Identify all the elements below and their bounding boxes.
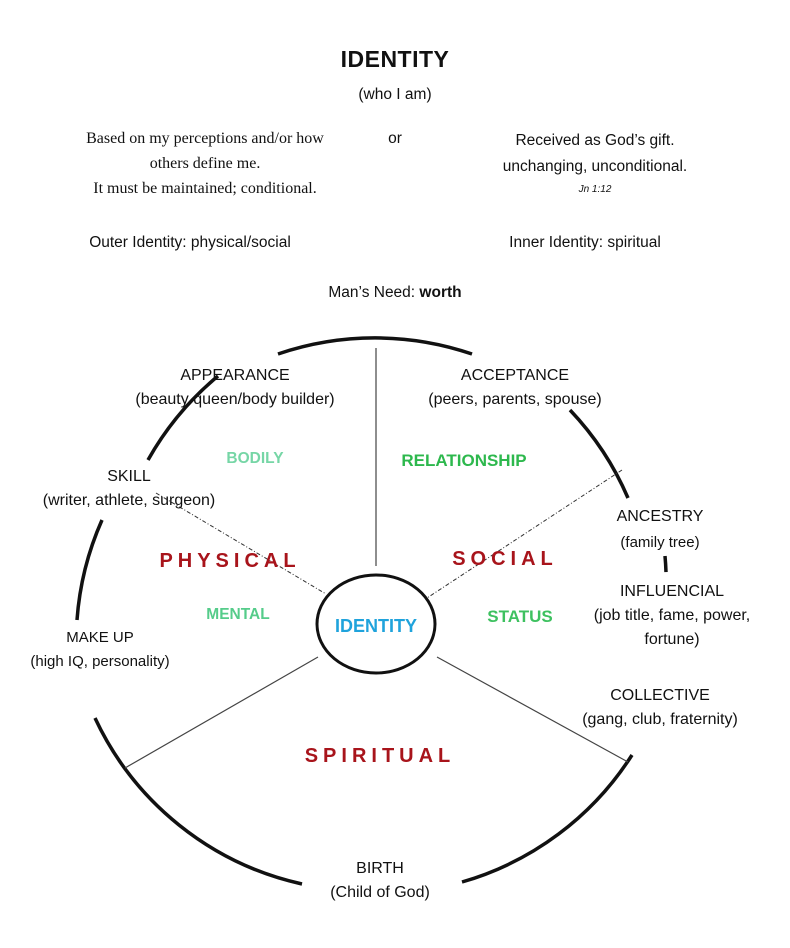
category-social: SOCIAL	[452, 548, 558, 570]
label-ancestry-detail: (family tree)	[620, 534, 700, 551]
label-ancestry-title: ANCESTRY	[616, 508, 704, 525]
center-circle	[315, 573, 437, 675]
or-separator: or	[388, 130, 402, 147]
center-identity-label: IDENTITY	[334, 616, 417, 636]
label-influencial-title: INFLUENCIAL	[619, 583, 725, 600]
label-birth-title: BIRTH	[356, 860, 404, 877]
label-acceptance-detail: (peers, parents, spouse)	[428, 391, 602, 408]
page-title: IDENTITY	[340, 46, 450, 72]
subcategory-mental: MENTAL	[206, 606, 270, 623]
label-makeup: MAKE UP (high IQ, personality)	[10, 626, 190, 674]
category-spiritual: SPIRITUAL	[304, 745, 456, 767]
label-acceptance-title: ACCEPTANCE	[460, 367, 570, 384]
scripture-reference: Jn 1:12	[578, 184, 612, 195]
subcategory-status: STATUS	[487, 607, 553, 626]
spoke-upper-right-dashed	[426, 469, 623, 599]
outer-circle	[75, 336, 668, 886]
label-appearance: APPEARANCE (beauty queen/body builder)	[90, 364, 380, 412]
subcategory-bodily: BODILY	[226, 450, 284, 467]
label-makeup-detail: (high IQ, personality)	[30, 653, 170, 670]
page-subtitle: (who I am)	[358, 86, 432, 103]
right-description: Received as God’s gift. unchanging, unco…	[460, 128, 730, 198]
label-appearance-detail: (beauty queen/body builder)	[135, 391, 335, 408]
label-makeup-title: MAKE UP	[66, 629, 134, 646]
label-collective-title: COLLECTIVE	[610, 687, 710, 704]
label-influencial-detail-1: (job title, fame, power,	[593, 607, 751, 624]
left-description: Based on my perceptions and/or how other…	[20, 126, 390, 201]
label-skill-detail: (writer, athlete, surgeon)	[42, 492, 216, 509]
label-skill: SKILL (writer, athlete, surgeon)	[18, 465, 240, 513]
spoke-upper-left-dashed	[155, 492, 327, 595]
left-line-3: It must be maintained; conditional.	[93, 180, 317, 197]
label-birth-detail: (Child of God)	[330, 884, 430, 901]
inner-identity-label: Inner Identity: spiritual	[509, 234, 661, 251]
label-birth: BIRTH (Child of God)	[300, 857, 460, 905]
outer-identity-label: Outer Identity: physical/social	[89, 234, 291, 251]
label-influencial: INFLUENCIAL (job title, fame, power, for…	[572, 580, 772, 652]
label-appearance-title: APPEARANCE	[180, 367, 290, 384]
label-collective: COLLECTIVE (gang, club, fraternity)	[560, 684, 760, 732]
mans-need-prefix: Man’s Need:	[328, 284, 420, 301]
right-line-2: unchanging, unconditional.	[502, 158, 688, 175]
category-physical: PHYSICAL	[159, 550, 301, 572]
left-line-2: others define me.	[149, 155, 261, 172]
spoke-lower-right	[436, 656, 629, 763]
label-ancestry: ANCESTRY (family tree)	[590, 505, 730, 555]
spoke-lower-left	[124, 656, 319, 769]
label-acceptance: ACCEPTANCE (peers, parents, spouse)	[390, 364, 640, 412]
label-skill-title: SKILL	[107, 468, 151, 485]
label-influencial-detail-2: fortune)	[644, 631, 700, 648]
subcategory-relationship: RELATIONSHIP	[401, 451, 527, 470]
label-collective-detail: (gang, club, fraternity)	[582, 711, 738, 728]
right-line-1: Received as God’s gift.	[515, 132, 675, 149]
mans-need-line: Man’s Need: worth	[245, 282, 545, 304]
mans-need-word: worth	[419, 284, 462, 301]
left-line-1: Based on my perceptions and/or how	[86, 130, 324, 147]
